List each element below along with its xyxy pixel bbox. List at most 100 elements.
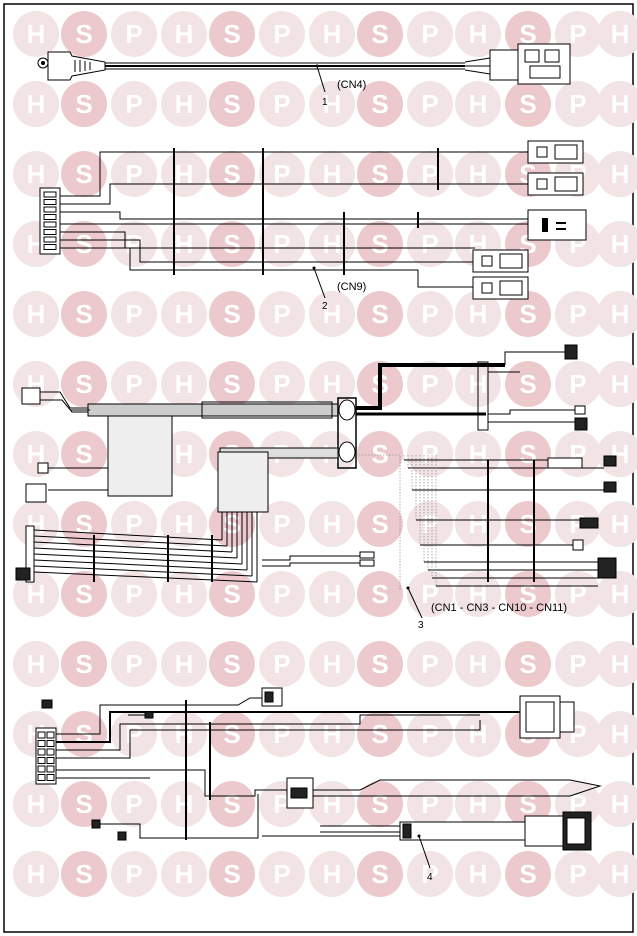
watermark-circle — [357, 291, 403, 337]
watermark-letter: P — [273, 299, 290, 329]
connector-pin — [46, 731, 55, 739]
harness-part-2[interactable]: (CN9) 2 — [39, 140, 587, 312]
watermark-circle — [209, 11, 255, 57]
watermark-circle — [455, 151, 501, 197]
watermark-letter: H — [323, 299, 342, 329]
watermark-circle — [357, 641, 403, 687]
watermark-letter: S — [371, 509, 388, 539]
watermark-circle — [597, 291, 637, 337]
watermark-letter: H — [323, 579, 342, 609]
watermark-letter: S — [75, 439, 92, 469]
watermark-letter: H — [27, 789, 46, 819]
watermark-letter: S — [75, 579, 92, 609]
watermark-letter: S — [519, 509, 536, 539]
watermark-letter: H — [175, 89, 194, 119]
watermark-circle — [309, 151, 355, 197]
watermark-circle — [309, 291, 355, 337]
watermark-circle — [111, 11, 157, 57]
watermark-letter: H — [469, 89, 488, 119]
connector-pin — [43, 244, 57, 250]
watermark-letter: S — [371, 789, 388, 819]
watermark-circle — [309, 711, 355, 757]
part-1-label: (CN4) — [337, 79, 366, 91]
watermark-letter: P — [421, 229, 438, 259]
watermark-letter: P — [421, 719, 438, 749]
watermark-circle — [597, 151, 637, 197]
harness-part-4[interactable]: 4 — [35, 687, 602, 883]
watermark-circle — [309, 361, 355, 407]
watermark-letter: S — [223, 719, 240, 749]
connector-pin — [43, 191, 57, 198]
watermark-letter: H — [323, 89, 342, 119]
connector-pin — [46, 740, 55, 747]
plug-connector — [527, 209, 587, 241]
watermark-circle — [597, 851, 637, 897]
connector-pin — [37, 740, 46, 747]
watermark-letter: S — [519, 859, 536, 889]
watermark-circle — [505, 641, 551, 687]
watermark-circle — [111, 711, 157, 757]
watermark-letter: P — [273, 159, 290, 189]
harness-wire — [33, 553, 243, 565]
part-2-number: 2 — [322, 301, 328, 312]
watermark-circle — [61, 361, 107, 407]
watermark-letter: S — [223, 159, 240, 189]
watermark-circle — [407, 851, 453, 897]
watermark-circle — [209, 851, 255, 897]
watermark-letter: H — [469, 299, 488, 329]
watermark-letter: P — [421, 19, 438, 49]
watermark-letter: S — [371, 649, 388, 679]
harness-wire — [33, 535, 228, 547]
watermark-circle — [111, 291, 157, 337]
watermark-letter: H — [27, 579, 46, 609]
watermark-letter: H — [611, 229, 630, 259]
watermark-letter: H — [611, 719, 630, 749]
watermark-circle — [455, 851, 501, 897]
watermark-letter: H — [469, 439, 488, 469]
part-2-label: (CN9) — [337, 281, 366, 293]
connector-pin — [46, 748, 55, 756]
watermark-letter: S — [223, 649, 240, 679]
watermark-letter: P — [125, 509, 142, 539]
watermark-circle — [357, 221, 403, 267]
watermark-circle — [407, 431, 453, 477]
watermark-circle — [309, 781, 355, 827]
watermark-letter: H — [323, 859, 342, 889]
watermark-circle — [455, 641, 501, 687]
part-1-number: 1 — [322, 97, 328, 108]
watermark-circle — [61, 151, 107, 197]
connector-pin — [37, 757, 46, 764]
watermark-circle — [455, 781, 501, 827]
watermark-circle — [455, 81, 501, 127]
watermark-circle — [407, 291, 453, 337]
harness-wire — [33, 529, 223, 541]
harness-part-1[interactable]: (CN4) 1 — [37, 43, 571, 108]
watermark-circle — [209, 291, 255, 337]
watermark-letter: H — [323, 649, 342, 679]
watermark-circle — [13, 291, 59, 337]
harness-part-3[interactable]: (CN1 - CN3 - CN10 - CN11) 3 — [15, 344, 617, 631]
watermark-circle — [407, 711, 453, 757]
watermark-letter: P — [569, 859, 586, 889]
connector-pin — [43, 229, 57, 235]
watermark-letter: H — [27, 89, 46, 119]
watermark-letter: H — [175, 229, 194, 259]
watermark-circle — [111, 781, 157, 827]
watermark-circle — [357, 781, 403, 827]
part-4-number: 4 — [427, 872, 433, 883]
watermark-letter: S — [519, 19, 536, 49]
watermark-letter: S — [519, 89, 536, 119]
watermark-circle — [209, 641, 255, 687]
watermark-circle — [505, 81, 551, 127]
watermark-letter: S — [223, 369, 240, 399]
watermark-letter: S — [75, 19, 92, 49]
watermark-circle — [161, 221, 207, 267]
watermark-letter: P — [421, 369, 438, 399]
watermark-letter: H — [469, 789, 488, 819]
watermark-letter: H — [175, 509, 194, 539]
watermark-circle — [259, 641, 305, 687]
watermark-circle — [161, 11, 207, 57]
watermark-circle — [111, 851, 157, 897]
watermark-letter: P — [421, 439, 438, 469]
